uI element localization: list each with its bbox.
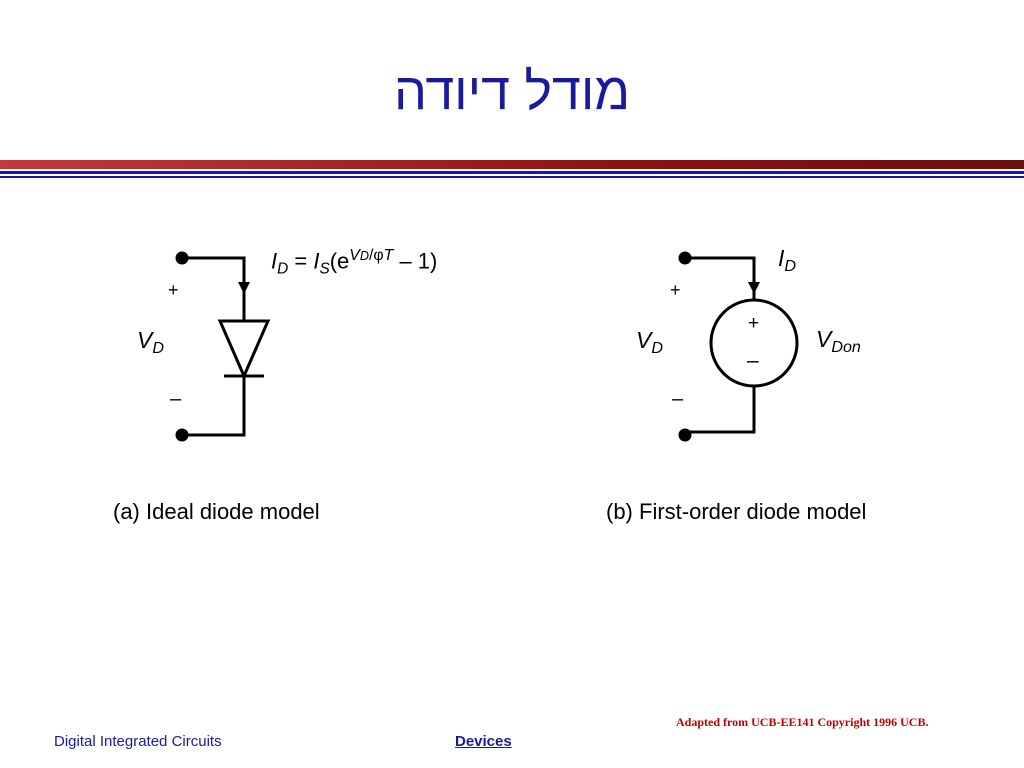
source-minus: – <box>747 349 759 372</box>
eq-exp-d: D <box>359 249 369 263</box>
eq-saturation-symbol: I <box>313 248 320 274</box>
eq-exp-phi: φ <box>373 247 384 264</box>
right-id-subscript: D <box>784 256 797 275</box>
first-order-circuit <box>678 251 799 442</box>
eq-equals: = <box>288 248 314 274</box>
left-vd-symbol: V <box>137 327 153 353</box>
diode-triangle <box>217 319 271 380</box>
divider-blue-top <box>0 171 1024 174</box>
wire-top-left <box>182 256 246 320</box>
left-vd-subscript: D <box>152 338 164 357</box>
right-vd-subscript: D <box>651 338 663 357</box>
eq-current-symbol: I <box>271 248 278 274</box>
eq-saturation-subscript: S <box>319 260 330 278</box>
vdon-symbol: V <box>816 326 832 352</box>
right-vd-symbol: V <box>636 327 652 353</box>
eq-exp-t: T <box>383 247 394 264</box>
eq-exp-v: V <box>349 247 360 264</box>
voltage-source <box>709 298 799 388</box>
ideal-diode-circuit <box>175 251 271 442</box>
divider-red <box>0 160 1024 169</box>
eq-exp-base: (e <box>329 248 350 274</box>
footer-section-link[interactable]: Devices <box>455 733 512 750</box>
divider-blue-bottom <box>0 176 1024 178</box>
caption-first-order: (b) First-order diode model <box>606 499 867 524</box>
caption-ideal: (a) Ideal diode model <box>113 499 320 524</box>
right-minus: – <box>672 388 684 410</box>
slide-title: מודל דיודה <box>393 63 631 121</box>
left-plus: + <box>168 280 179 300</box>
diode-equation: ID = IS(eVD/φT – 1) <box>271 247 437 278</box>
wire-bottom-right <box>685 386 756 434</box>
footer-course-title: Digital Integrated Circuits <box>54 733 222 750</box>
right-id-label: ID <box>778 245 796 276</box>
right-id-symbol: I <box>778 245 785 271</box>
right-vd-label: VD <box>636 327 663 358</box>
vdon-label: VDon <box>816 326 861 357</box>
wire-top-right <box>685 256 756 300</box>
eq-tail: – 1) <box>393 248 438 274</box>
eq-exp-slash: / <box>368 247 374 264</box>
wire-bottom-left <box>182 376 246 437</box>
current-arrow-right <box>748 282 760 294</box>
vdon-subscript: Don <box>831 337 861 356</box>
source-plus: + <box>748 313 760 334</box>
left-minus: – <box>170 388 182 410</box>
right-plus: + <box>670 280 681 300</box>
current-arrow-left <box>238 282 250 294</box>
left-vd-label: VD <box>137 327 164 358</box>
copyright-credit: Adapted from UCB-EE141 Copyright 1996 UC… <box>676 715 929 729</box>
eq-current-subscript: D <box>277 260 289 278</box>
